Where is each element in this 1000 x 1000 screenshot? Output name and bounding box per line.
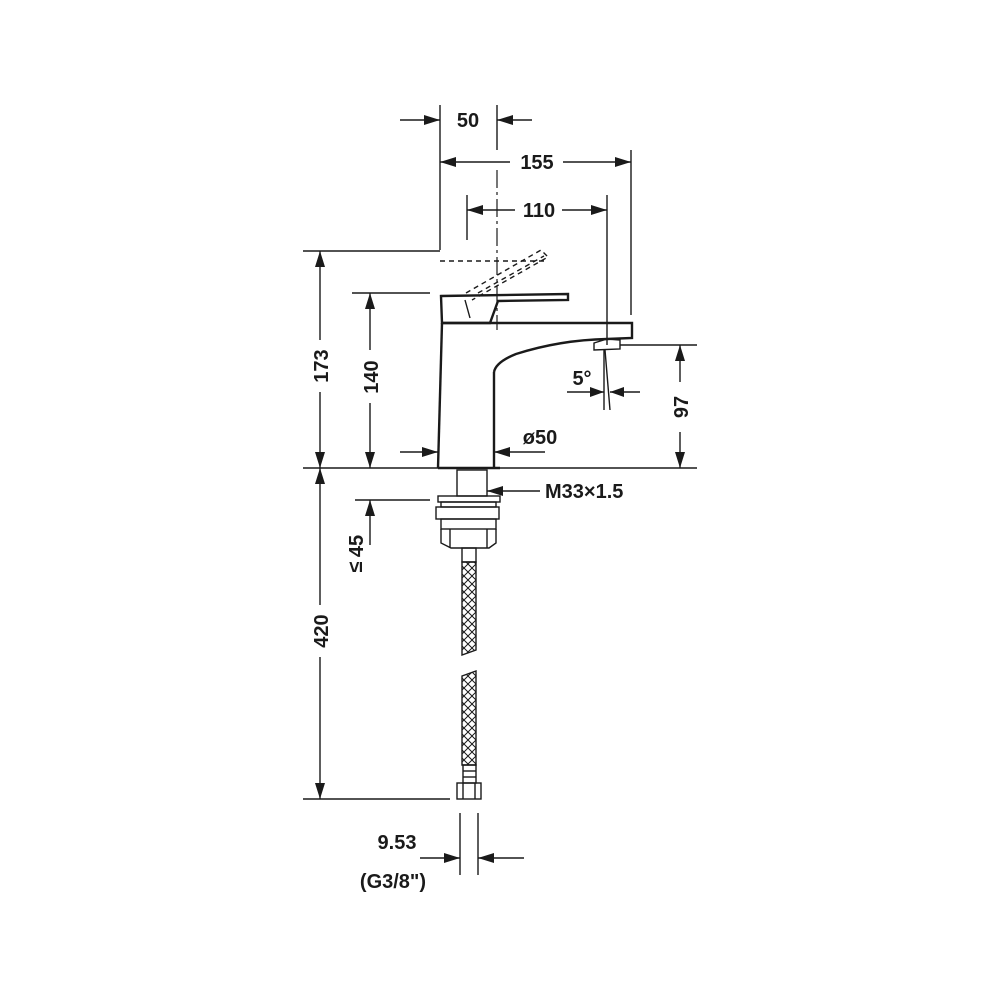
dimension-97: 97 [500, 344, 697, 469]
spout-angle-label: 5° [572, 368, 591, 390]
dimension-420-label: 420 [311, 614, 333, 647]
dimension-420: 420 [303, 468, 450, 800]
lever-raised-position [440, 249, 550, 301]
dimension-110: 110 [466, 195, 608, 345]
dimension-45-symbol: ≤ [345, 561, 367, 572]
dimension-50: 50 [400, 105, 532, 150]
spout-angle: 5° [567, 349, 640, 411]
mounting-shank [435, 469, 501, 563]
thread-callout: M33×1.5 [487, 481, 623, 503]
supply-hose [456, 561, 482, 800]
dimension-110-label: 110 [523, 200, 555, 222]
connection-thread-label: (G3/8") [360, 871, 426, 893]
dimension-140-label: 140 [361, 360, 383, 393]
connection-size-label: 9.53 [378, 832, 417, 854]
dimension-45-label: 45 [346, 535, 368, 557]
dimension-173: 173 [303, 250, 440, 469]
dimension-45: 45 ≤ [345, 499, 430, 572]
dimension-diameter-50: ø50 [400, 427, 557, 457]
dimension-155: 155 [439, 150, 632, 315]
dimension-97-label: 97 [671, 396, 693, 418]
lever-handle [439, 292, 570, 325]
dimension-173-label: 173 [311, 349, 333, 382]
dimension-diameter-label: ø50 [523, 427, 557, 449]
dimension-140: 140 [352, 292, 430, 468]
dimension-155-label: 155 [520, 152, 553, 174]
dimension-connection: 9.53 (G3/8") [360, 813, 524, 893]
dimension-50-label: 50 [457, 110, 479, 132]
thread-label: M33×1.5 [545, 481, 623, 503]
